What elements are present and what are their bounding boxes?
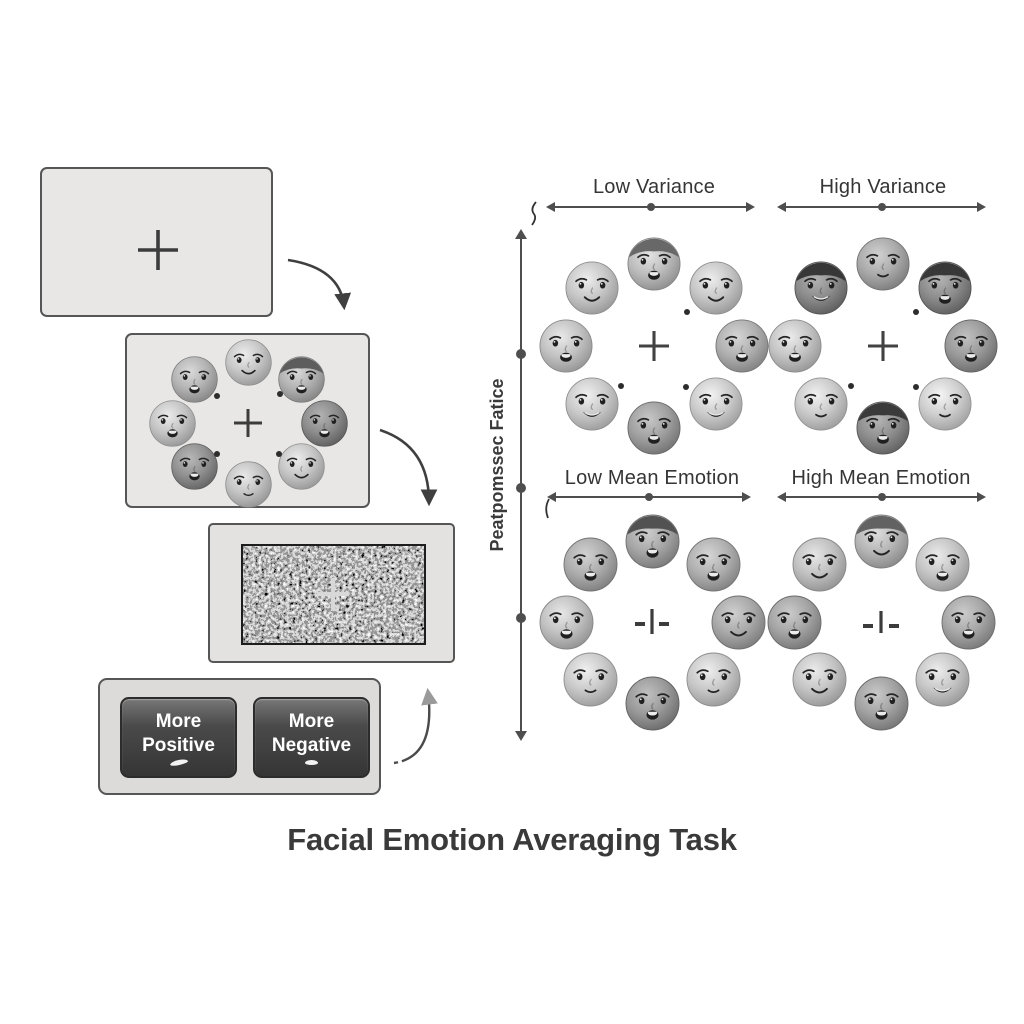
- distractor-dot: [684, 309, 690, 315]
- face-emoji: [224, 338, 273, 387]
- axis-tick-dot: [516, 349, 526, 359]
- center-bar-marker-icon: [863, 611, 899, 633]
- face-emoji: [914, 536, 971, 593]
- face-emoji: [538, 318, 594, 374]
- face-emoji: [793, 376, 849, 432]
- squiggle-mark: [531, 201, 537, 226]
- face-emoji: [917, 376, 973, 432]
- face-emoji: [793, 260, 849, 316]
- face-emoji: [277, 355, 326, 404]
- distractor-dot: [913, 384, 919, 390]
- face-emoji: [855, 236, 911, 292]
- face-emoji: [714, 318, 770, 374]
- mask-fixation-cross-icon: [317, 578, 349, 610]
- y-axis-label: Peatpomssec Fatice: [487, 378, 507, 552]
- button-underline-mark: [169, 758, 188, 768]
- face-emoji: [562, 536, 619, 593]
- face-emoji: [170, 355, 219, 404]
- face-emoji: [626, 400, 682, 456]
- face-emoji: [300, 399, 349, 448]
- face-emoji: [148, 399, 197, 448]
- distractor-dot: [913, 309, 919, 315]
- noise-mask: [241, 544, 426, 645]
- center-cross-icon: [639, 331, 669, 361]
- range-arrow-low-mean: [547, 492, 751, 502]
- noise-mask-screen: [208, 523, 455, 663]
- squiggle-mark: [545, 498, 550, 519]
- figure-title: Facial Emotion Averaging Task: [287, 822, 737, 857]
- distractor-dot: [214, 451, 220, 457]
- face-emoji: [170, 442, 219, 491]
- response-screen: More Positive More Negative: [98, 678, 381, 795]
- vertical-axis-arrow: [515, 229, 527, 741]
- axis-tick-dot: [516, 613, 526, 623]
- face-emoji: [688, 260, 744, 316]
- face-emoji: [685, 536, 742, 593]
- fixation-screen: [40, 167, 273, 317]
- more-negative-label-line1: More: [288, 710, 335, 732]
- distractor-dot: [683, 384, 689, 390]
- face-emoji: [688, 376, 744, 432]
- face-emoji: [624, 675, 681, 732]
- face-emoji: [791, 651, 848, 708]
- flow-arrow-up-icon: [393, 687, 438, 765]
- face-emoji: [940, 594, 997, 651]
- face-emoji: [791, 536, 848, 593]
- face-emoji: [917, 260, 973, 316]
- face-emoji: [710, 594, 767, 651]
- face-emoji: [914, 651, 971, 708]
- distractor-dot: [214, 393, 220, 399]
- distractor-dot: [618, 383, 624, 389]
- button-underline-mark: [305, 760, 318, 766]
- face-emoji: [562, 651, 619, 708]
- more-negative-label-line2: Negative: [271, 734, 352, 756]
- face-emoji: [564, 260, 620, 316]
- flow-arrow-down-icon: [287, 258, 352, 311]
- face-emoji: [626, 236, 682, 292]
- face-emoji: [685, 651, 742, 708]
- flow-arrow-down-icon: [379, 428, 438, 507]
- center-bar-marker-icon: [635, 609, 669, 634]
- distractor-dot: [277, 391, 283, 397]
- face-emoji: [853, 513, 910, 570]
- face-emoji: [766, 594, 823, 651]
- face-emoji: [855, 400, 911, 456]
- face-emoji: [277, 442, 326, 491]
- face-emoji: [767, 318, 823, 374]
- label-high-mean-emotion: High Mean Emotion: [791, 467, 971, 489]
- label-low-variance: Low Variance: [592, 176, 716, 198]
- label-high-variance: High Variance: [819, 176, 947, 198]
- axis-tick-dot: [516, 483, 526, 493]
- face-emoji: [224, 460, 273, 509]
- fixation-cross-icon: [234, 409, 262, 437]
- distractor-dot: [276, 451, 282, 457]
- range-arrow-high-mean: [777, 492, 986, 502]
- center-cross-icon: [868, 331, 898, 361]
- face-emoji: [853, 675, 910, 732]
- fixation-cross-icon: [138, 230, 178, 270]
- more-negative-button[interactable]: More Negative: [253, 697, 370, 778]
- more-positive-label-line1: More: [155, 710, 202, 732]
- range-arrow-high-variance: [777, 202, 986, 212]
- face-emoji: [624, 513, 681, 570]
- more-positive-label-line2: Positive: [142, 734, 215, 756]
- face-emoji: [943, 318, 999, 374]
- distractor-dot: [848, 383, 854, 389]
- face-emoji: [564, 376, 620, 432]
- more-positive-button[interactable]: More Positive: [120, 697, 237, 778]
- range-arrow-low-variance: [546, 202, 755, 212]
- label-low-mean-emotion: Low Mean Emotion: [564, 467, 740, 489]
- face-emoji: [538, 594, 595, 651]
- stimulus-screen: [125, 333, 370, 508]
